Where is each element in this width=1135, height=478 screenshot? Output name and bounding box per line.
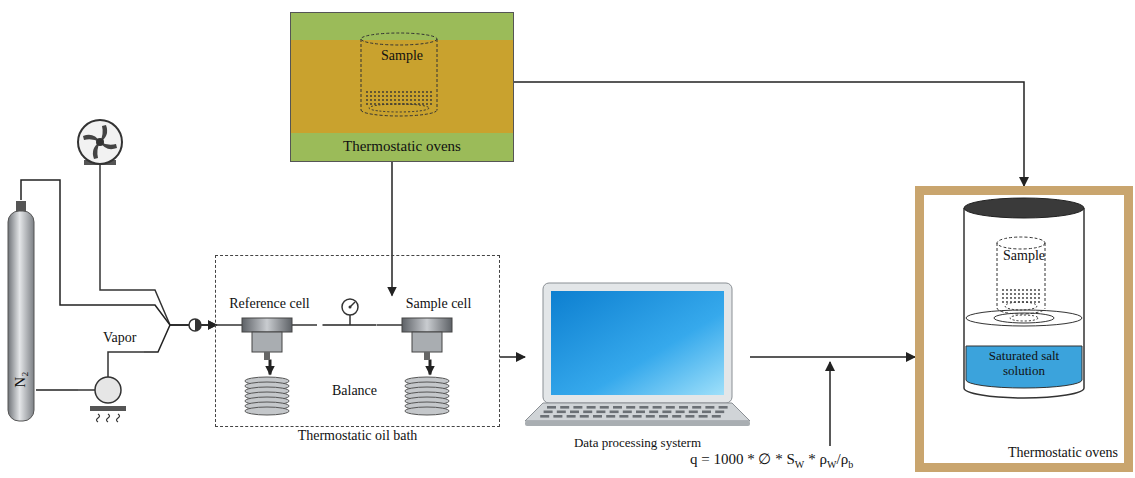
oil-bath: Thermostatic oil bathReference cellSampl… (215, 255, 500, 427)
sample-cell: Sample cell (377, 296, 483, 360)
sample-container: Sample (995, 236, 1053, 316)
oven-box-label: Thermostatic ovens (1008, 445, 1118, 461)
formula-text: * ρ (808, 451, 827, 467)
balance: Balance (237, 375, 473, 420)
sample-container: Sample (359, 32, 445, 118)
computer-label: Data processing systerm (515, 436, 760, 451)
vapor-generator: Vapor (78, 330, 144, 422)
computer-shape (525, 283, 750, 451)
computer: Data processing systerm (525, 283, 750, 451)
sample-cell-label: Sample cell (395, 296, 483, 312)
connector-arrow (21, 180, 217, 325)
oven-box-label: Thermostatic ovens (291, 138, 513, 155)
connector-arrow (500, 356, 525, 358)
oven-box: Thermostatic ovens Sample (290, 12, 514, 162)
pressure-gauge (342, 299, 358, 325)
formula-text: /ρ (836, 451, 848, 467)
formula-subscript: W (795, 459, 804, 470)
connector-arrow (269, 360, 272, 375)
oil-bath-label: Thermostatic oil bath (196, 428, 519, 444)
connector-arrow (514, 82, 1024, 186)
connector-arrow (391, 162, 393, 296)
balance-label: Balance (237, 383, 473, 399)
connector-arrow (36, 389, 78, 391)
connector-arrow (144, 325, 217, 352)
formula-subscript: W (827, 459, 836, 470)
oven-box: Thermostatic ovens SampleSaturated salt s… (915, 186, 1133, 472)
pump-icon (78, 120, 122, 165)
salt-solution: Saturated salt solution (966, 346, 1082, 388)
connector-arrow (429, 360, 432, 375)
connector-arrow (750, 356, 915, 358)
oven-box-shape (924, 195, 1124, 463)
vapor-generator-label: Vapor (103, 330, 136, 346)
valve-symbol (189, 319, 201, 331)
gas-cylinder-shape (6, 200, 36, 422)
leader-line (829, 362, 831, 446)
pump-line (100, 165, 170, 325)
salt-solution-label: Saturated salt solution (969, 349, 1079, 379)
formula-text: q = 1000 * ∅ * S (690, 451, 795, 467)
gas-cylinder: N₂ (6, 200, 36, 422)
sample-container-shape (359, 32, 439, 118)
formula-subscript: b (848, 459, 853, 470)
gas-cylinder-label: N₂ (12, 364, 29, 394)
formula: q = 1000 * ∅ * SW* ρW/ρb (690, 450, 853, 471)
sample-container-label: Sample (995, 248, 1053, 264)
reference-cell: Reference cell (217, 296, 323, 360)
sample-container-label: Sample (359, 48, 445, 64)
reference-cell-label: Reference cell (217, 296, 323, 312)
cylinder-body (8, 211, 34, 421)
